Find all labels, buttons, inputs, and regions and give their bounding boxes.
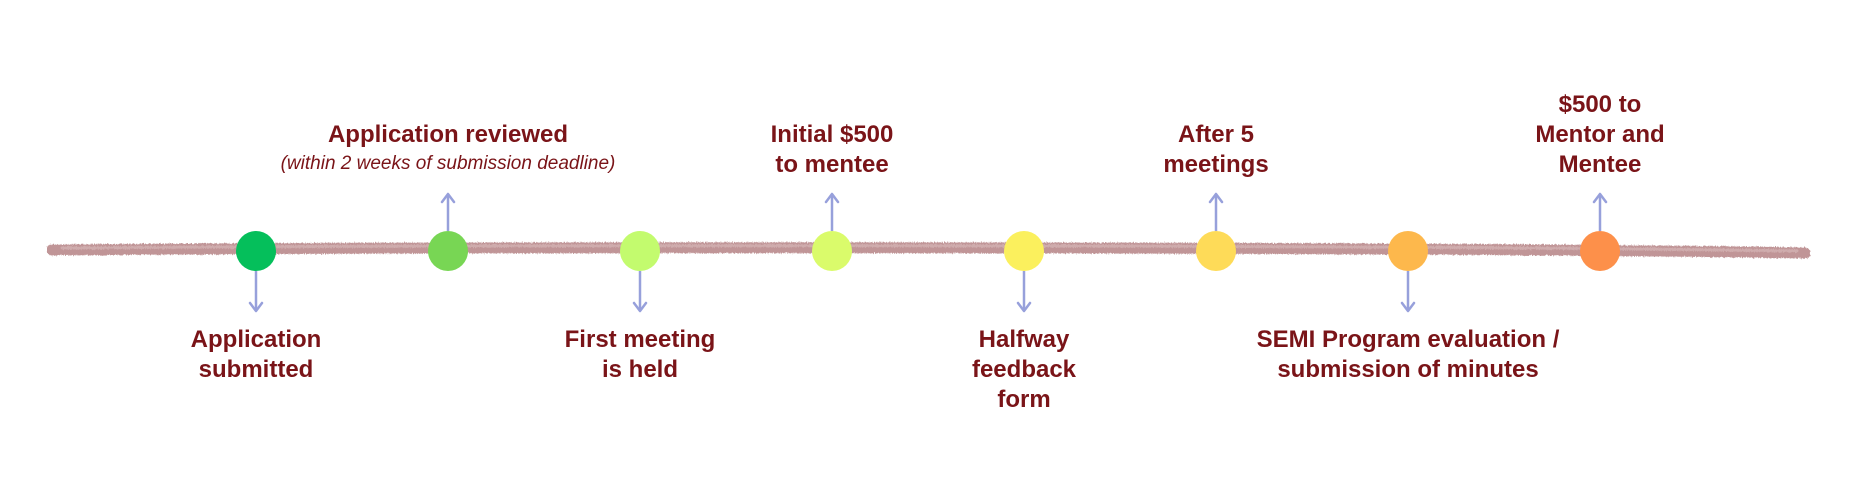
milestone-label-halfway-feedback: Halfway feedback form: [972, 325, 1076, 415]
arrow-up-after-5-meetings: [1208, 192, 1224, 231]
milestone-label-line: Application: [190, 326, 322, 353]
timeline-line: [46, 242, 1811, 259]
milestone-label-line: is held: [601, 356, 679, 383]
milestone-label-line: After 5: [1177, 121, 1255, 148]
milestone-label-line: meetings: [1163, 151, 1269, 178]
milestone-label-line: submission of minutes: [1277, 356, 1539, 383]
milestone-label-line: $500 to: [1558, 91, 1642, 118]
milestone-label-initial-500: Initial $500 to mentee: [771, 120, 894, 180]
arrow-down-semi-evaluation: [1400, 271, 1416, 313]
milestone-label-line: First meeting: [564, 326, 716, 353]
milestone-label-first-meeting: First meeting is held: [565, 325, 716, 385]
milestone-dot-application-submitted: [236, 231, 276, 271]
milestone-label-after-5-meetings: After 5 meetings: [1163, 120, 1268, 180]
milestone-label-application-reviewed: Application reviewed: [328, 120, 568, 150]
arrow-up-initial-500: [824, 192, 840, 231]
milestone-dot-first-meeting: [620, 231, 660, 271]
arrow-up-application-reviewed: [440, 192, 456, 231]
milestone-label-application-submitted: Application submitted: [191, 325, 322, 385]
milestone-label-line: Mentor and: [1535, 121, 1665, 148]
milestone-dot-after-5-meetings: [1196, 231, 1236, 271]
dots-layer: [236, 231, 1620, 271]
milestone-dot-final-500: [1580, 231, 1620, 271]
milestone-label-line: to mentee: [775, 151, 889, 178]
arrow-down-application-submitted: [248, 271, 264, 313]
milestone-label-line: Halfway: [978, 326, 1070, 353]
milestone-label-line: submitted: [198, 356, 314, 383]
arrows-layer: [248, 192, 1608, 313]
milestone-label-line: Initial $500: [770, 121, 894, 148]
arrow-down-halfway-feedback: [1016, 271, 1032, 313]
milestone-label-line: feedback: [971, 356, 1077, 383]
milestone-sublabel-application-reviewed: (within 2 weeks of submission deadline): [280, 153, 616, 174]
milestone-label-line: Application reviewed: [327, 121, 569, 148]
milestone-dot-semi-evaluation: [1388, 231, 1428, 271]
arrow-up-final-500: [1592, 192, 1608, 231]
milestone-dot-initial-500: [812, 231, 852, 271]
milestone-label-line: Mentee: [1558, 151, 1642, 178]
arrow-down-first-meeting: [632, 271, 648, 313]
milestone-dot-halfway-feedback: [1004, 231, 1044, 271]
milestone-label-line: form: [997, 386, 1051, 413]
milestone-label-line: SEMI Program evaluation /: [1256, 326, 1560, 353]
milestone-dot-application-reviewed: [428, 231, 468, 271]
milestone-label-semi-evaluation: SEMI Program evaluation / submission of m…: [1257, 325, 1560, 385]
